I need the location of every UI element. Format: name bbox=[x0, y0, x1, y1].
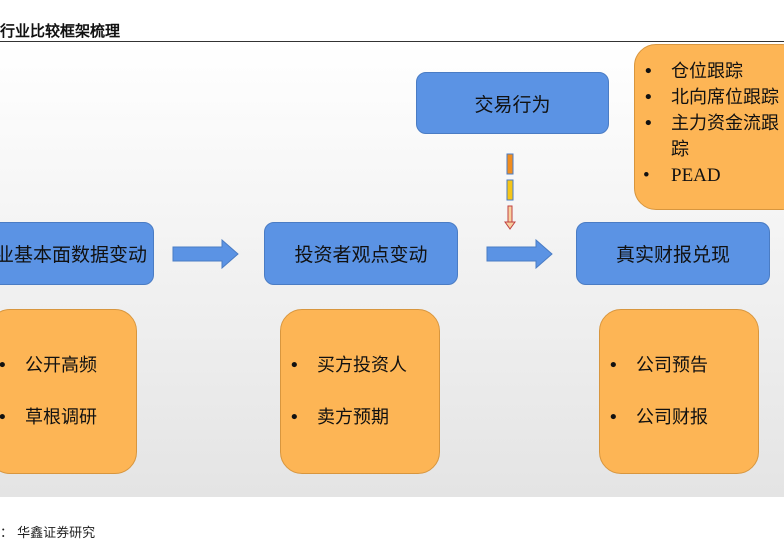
note-trading: 仓位跟踪 北向席位跟踪 主力资金流跟踪 PEAD bbox=[634, 44, 784, 210]
note-earnings: 公司预告 公司财报 bbox=[599, 309, 759, 474]
page-title: 行业比较框架梳理 bbox=[0, 22, 121, 40]
note-opinion: 买方投资人 卖方预期 bbox=[280, 309, 440, 474]
source-note: ： 华鑫证券研究 bbox=[0, 526, 96, 541]
note-item: 草根调研 bbox=[0, 392, 136, 444]
box-earnings-realization: 真实财报兑现 bbox=[576, 222, 770, 285]
note-item: 公司财报 bbox=[600, 392, 758, 444]
right-arrow bbox=[486, 239, 553, 269]
box-investor-opinion: 投资者观点变动 bbox=[264, 222, 458, 285]
note-item: 主力资金流跟踪 bbox=[635, 111, 781, 163]
right-arrow bbox=[172, 239, 239, 269]
box-fundamental-change: 业基本面数据变动 bbox=[0, 222, 154, 285]
title-divider bbox=[0, 41, 784, 42]
note-item: 公开高频 bbox=[0, 340, 136, 392]
note-item: 北向席位跟踪 bbox=[635, 85, 781, 111]
note-item: 买方投资人 bbox=[281, 340, 439, 392]
note-item: 公司预告 bbox=[600, 340, 758, 392]
dashed-down-arrow bbox=[504, 153, 516, 230]
note-item: PEAD bbox=[635, 163, 781, 189]
note-item: 仓位跟踪 bbox=[635, 59, 781, 85]
box-trading-behavior: 交易行为 bbox=[416, 72, 609, 134]
note-item: 卖方预期 bbox=[281, 392, 439, 444]
note-fundamental: 公开高频 草根调研 bbox=[0, 309, 137, 474]
diagram: 交易行为 仓位跟踪 北向席位跟踪 主力资金流跟踪 PEAD 业基本面数据变动 投… bbox=[0, 42, 784, 497]
